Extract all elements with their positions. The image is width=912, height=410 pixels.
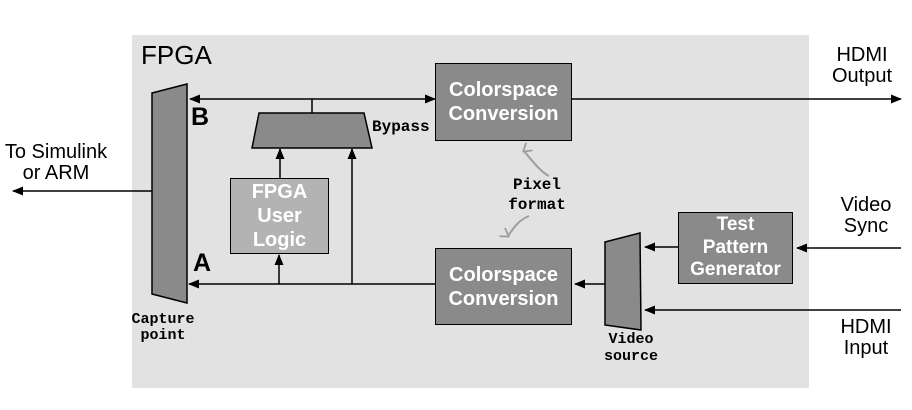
bypass-mux-label: Bypass xyxy=(372,118,430,136)
video-sync-line: Video xyxy=(840,194,892,216)
to-simulink-label: To Simulink or ARM xyxy=(0,142,112,184)
capture-port-b-label: B xyxy=(191,103,210,131)
hdmi-output-line: HDMI xyxy=(836,44,888,66)
hdmi-output-line: Output xyxy=(831,65,893,87)
fpga-region-label: FPGA xyxy=(141,40,212,70)
hdmi-output-label: HDMI Output xyxy=(812,45,912,87)
block-label-line: User xyxy=(257,205,302,227)
block-label-line: Conversion xyxy=(448,103,559,125)
video-source-line: source xyxy=(603,348,658,365)
to-simulink-line: or ARM xyxy=(22,162,90,184)
hdmi-input-line: Input xyxy=(843,337,889,359)
block-label-line: Generator xyxy=(690,259,781,281)
pixel-format-arrow-up-icon xyxy=(524,151,550,177)
capture-point-line: Capture xyxy=(131,311,195,328)
video-source-mux-shape xyxy=(604,232,642,331)
block-label-line: Conversion xyxy=(448,287,559,310)
capture-point-line: point xyxy=(140,327,186,344)
pixel-format-line: format xyxy=(508,196,566,214)
pixel-format-line: Pixel xyxy=(512,176,561,194)
block-label-line: Pattern xyxy=(702,236,769,258)
video-source-line: Video xyxy=(608,331,654,348)
colorspace-conversion-bottom-block: Colorspace Conversion xyxy=(435,248,572,325)
hdmi-input-line: HDMI xyxy=(840,316,892,338)
capture-point-label: Capture point xyxy=(113,312,213,344)
block-label-line: Colorspace xyxy=(449,263,558,286)
video-sync-label: Video Sync xyxy=(816,195,912,237)
video-sync-line: Sync xyxy=(843,215,889,237)
block-label-line: Colorspace xyxy=(449,79,558,101)
video-source-label: Video source xyxy=(581,331,681,365)
fpga-user-logic-block: FPGA User Logic xyxy=(230,178,329,254)
pixel-format-arrow-down-icon xyxy=(508,215,530,236)
capture-point-shape xyxy=(151,83,188,304)
pixel-format-label: Pixel format xyxy=(487,175,587,215)
block-label-line: Logic xyxy=(252,229,307,251)
bypass-mux-shape xyxy=(251,112,373,149)
to-simulink-line: To Simulink xyxy=(4,141,108,163)
colorspace-conversion-top-block: Colorspace Conversion xyxy=(435,63,572,141)
test-pattern-generator-block: Test Pattern Generator xyxy=(678,212,793,284)
capture-port-a-label: A xyxy=(193,249,212,277)
hdmi-input-label: HDMI Input xyxy=(816,317,912,359)
block-label-line: FPGA xyxy=(251,181,308,203)
block-label-line: Test xyxy=(716,213,755,235)
